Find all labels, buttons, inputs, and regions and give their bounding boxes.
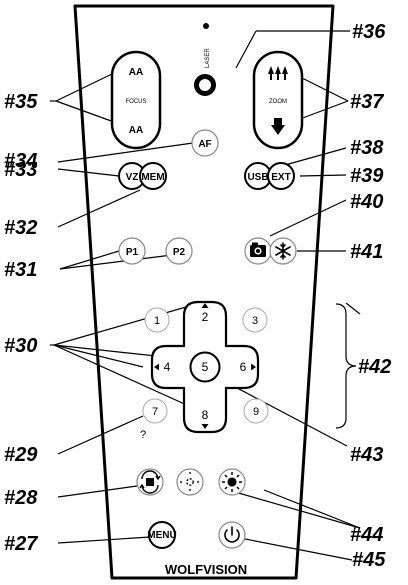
key-1-label: 1 — [154, 315, 160, 327]
callout-35: #35 — [4, 91, 38, 113]
focus-label: FOCUS — [126, 99, 147, 105]
camera-icon — [250, 242, 266, 257]
key-5[interactable]: 5 — [189, 351, 221, 383]
key-5-label: 5 — [202, 360, 209, 374]
callout-27: #27 — [4, 533, 38, 555]
callout-32: #32 — [4, 217, 37, 239]
key-6[interactable]: 6 — [240, 360, 247, 374]
key-9-label: 9 — [253, 406, 259, 418]
callout-31: #31 — [4, 259, 37, 281]
menu-button[interactable]: MENU — [147, 521, 177, 549]
callout-45: #45 — [352, 549, 386, 571]
callout-44: #44 — [350, 524, 383, 546]
focus-far-icon[interactable]: AA — [129, 125, 143, 136]
callout-38: #38 — [350, 137, 384, 159]
brand-logo: WOLFVISION — [165, 562, 247, 577]
key-2[interactable]: 2 — [202, 310, 209, 324]
zoom-rocker[interactable]: ZOOM — [252, 50, 304, 150]
callout-42: #42 — [358, 356, 391, 378]
zoom-tele-icon[interactable] — [271, 118, 285, 135]
key-1[interactable]: 1 — [144, 307, 170, 333]
power-icon — [224, 526, 240, 543]
callout-28: #28 — [4, 487, 38, 509]
zoom-wide-icon[interactable] — [268, 66, 288, 80]
p1-button[interactable]: P1 — [118, 237, 146, 265]
focus-rocker[interactable]: AA FOCUS AA — [110, 50, 162, 150]
help-mark: ? — [140, 429, 146, 441]
p2-button-label: P2 — [173, 247, 186, 258]
capture-button[interactable] — [244, 237, 272, 265]
arrow-down-icon — [201, 424, 209, 429]
callout-41: #41 — [350, 241, 383, 263]
callout-43: #43 — [350, 444, 383, 466]
callout-39: #39 — [350, 165, 384, 187]
mem-button-label: MEM — [141, 172, 164, 183]
vz-button-label: VZ — [126, 172, 139, 183]
ext-button-label: EXT — [271, 172, 290, 183]
freeze-button[interactable] — [269, 237, 297, 265]
light-on-button[interactable] — [218, 468, 246, 496]
key-9[interactable]: 9 — [243, 398, 269, 424]
focus-near-icon[interactable]: AA — [129, 67, 143, 78]
usb-button[interactable]: USB — [244, 162, 272, 190]
key-4[interactable]: 4 — [164, 360, 171, 374]
key-7[interactable]: 7 — [142, 398, 168, 424]
key-3-label: 3 — [252, 315, 258, 327]
usb-button-label: USB — [247, 172, 268, 183]
arrow-right-icon — [251, 363, 256, 371]
key-3[interactable]: 3 — [242, 307, 268, 333]
freeze-icon — [275, 242, 291, 260]
arrow-up-icon — [201, 303, 209, 308]
laser-label: LASER — [205, 48, 211, 68]
menu-button-label: MENU — [147, 530, 176, 541]
laser-indicator-dot — [203, 23, 209, 29]
numpad-bracket — [335, 303, 357, 429]
callout-40: #40 — [350, 191, 383, 213]
callout-36: #36 — [352, 21, 386, 43]
light-on-icon — [222, 472, 242, 492]
mem-btn[interactable]: MEM — [139, 162, 167, 190]
light-off-icon — [180, 472, 200, 492]
key-8[interactable]: 8 — [202, 408, 209, 422]
af-button[interactable]: AF — [191, 129, 219, 157]
key-7-label: 7 — [152, 406, 158, 418]
callout-34: #34 — [4, 150, 37, 172]
image-turn-button[interactable] — [136, 468, 164, 496]
callout-33: #33 — [4, 159, 37, 181]
p1-button-label: P1 — [126, 247, 139, 258]
callout-37: #37 — [350, 91, 384, 113]
zoom-label: ZOOM — [269, 99, 287, 105]
power-button[interactable] — [218, 521, 246, 549]
ext-button[interactable]: EXT — [267, 162, 295, 190]
af-button-label: AF — [198, 139, 211, 150]
light-off-button[interactable] — [176, 468, 204, 496]
p2-button[interactable]: P2 — [165, 237, 193, 265]
arrow-left-icon — [154, 363, 159, 371]
laser-button[interactable] — [194, 74, 216, 96]
callout-30: #30 — [4, 335, 37, 357]
callout-29: #29 — [4, 444, 38, 466]
rotate-icon — [139, 470, 161, 494]
